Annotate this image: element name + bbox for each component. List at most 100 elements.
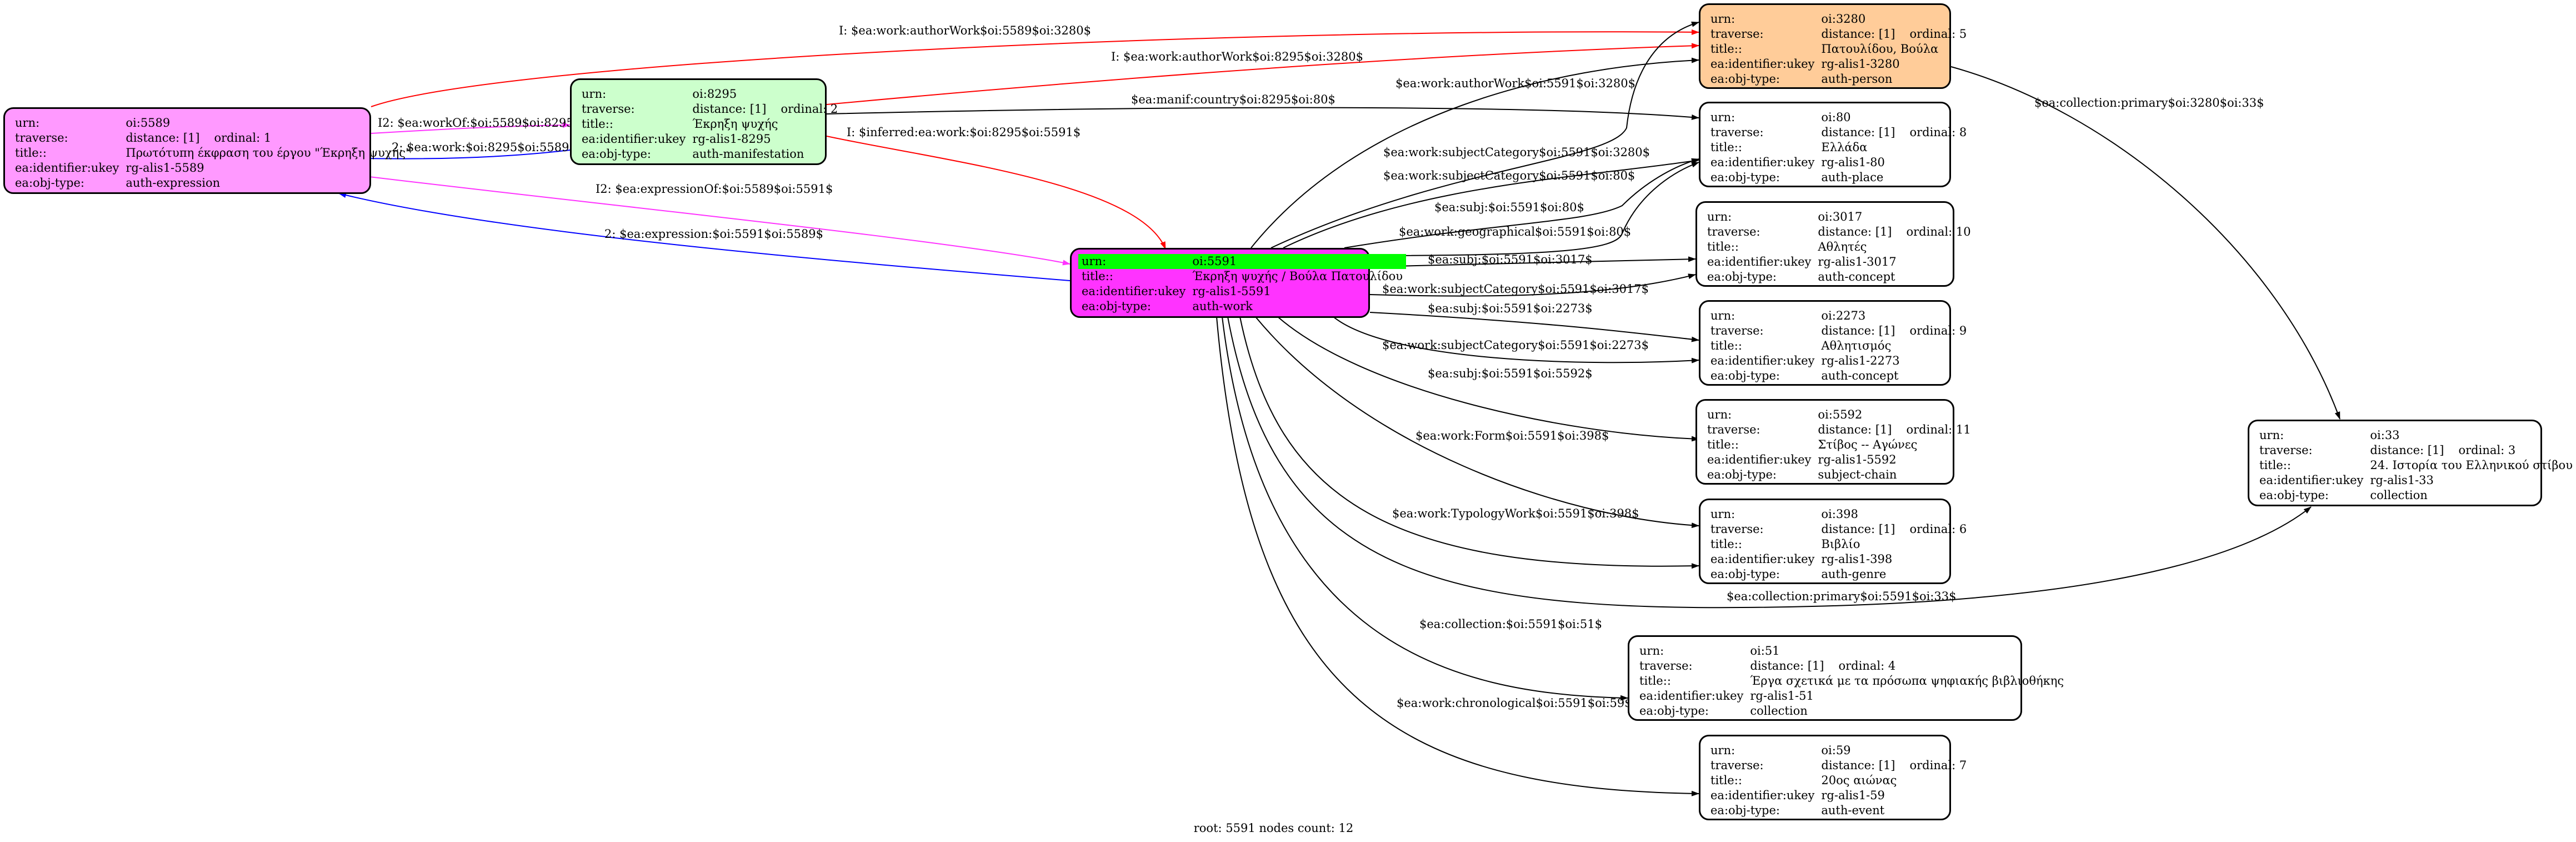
node-urn: oi:2273 [1821, 309, 1866, 322]
node-title: Πατουλίδου, Βούλα [1821, 42, 1939, 56]
node-oi-51[interactable]: urn:oi:51 traverse:distance: [1]ordinal:… [1628, 635, 2064, 721]
node-oi-3280[interactable]: urn:oi:3280 traverse:distance: [1]ordina… [1699, 3, 1967, 89]
edge-label: $ea:work:Form$oi:5591$oi:398$ [1415, 429, 1609, 442]
node-urn: oi:5591 [1189, 254, 1407, 269]
node-urn: oi:51 [1750, 644, 1780, 657]
node-oi-2273[interactable]: urn:oi:2273 traverse:distance: [1]ordina… [1699, 300, 1967, 386]
field-label-objtype: ea:obj-type: [1710, 804, 1780, 817]
node-oi-33[interactable]: urn:oi:33 traverse:distance: [1]ordinal:… [2248, 420, 2573, 506]
node-urn: oi:5589 [126, 116, 171, 129]
node-ordinal: ordinal: 9 [1909, 324, 1967, 337]
node-ukey: rg-alis1-5589 [126, 161, 204, 175]
field-label-title: title:: [1710, 537, 1742, 551]
field-label-ukey: ea:identifier:ukey [1707, 453, 1812, 466]
node-oi-80[interactable]: urn:oi:80 traverse:distance: [1]ordinal:… [1699, 102, 1967, 187]
node-distance: distance: [1] [1821, 759, 1895, 772]
edge-label: $ea:work:chronological$oi:5591$oi:59$ [1397, 696, 1632, 710]
node-ordinal: ordinal: 5 [1909, 27, 1967, 41]
node-ukey: rg-alis1-3017 [1818, 255, 1897, 268]
field-label-traverse: traverse: [1710, 324, 1764, 337]
node-objtype: collection [2370, 489, 2428, 502]
node-oi-5589[interactable]: urn:oi:5589 traverse:distance: [1]ordina… [3, 107, 411, 194]
edge-label: $ea:collection:primary$oi:3280$oi:33$ [2034, 96, 2264, 109]
node-urn: oi:8295 [692, 87, 737, 101]
field-label-title: title:: [1710, 339, 1742, 352]
node-title: Αθλητισμός [1821, 339, 1892, 352]
node-ukey: rg-alis1-80 [1821, 156, 1885, 169]
field-label-urn: urn: [1710, 111, 1735, 124]
node-title: 24. Ιστορία του Ελληνικού στίβου [2370, 459, 2573, 472]
field-label-objtype: ea:obj-type: [1710, 72, 1780, 86]
node-ukey: rg-alis1-5592 [1818, 453, 1897, 466]
node-distance: distance: [1] [1821, 27, 1895, 41]
edge-label: 2: $ea:expression:$oi:5591$oi:5589$ [604, 227, 823, 241]
node-distance: distance: [1] [1818, 423, 1892, 436]
field-label-objtype: ea:obj-type: [1639, 704, 1709, 718]
edge-label: I2: $ea:expressionOf:$oi:5589$oi:5591$ [596, 182, 833, 196]
edge-label: $ea:collection:primary$oi:5591$oi:33$ [1727, 590, 1956, 603]
node-objtype: auth-genre [1821, 567, 1887, 581]
edge-8295-5589 [342, 150, 571, 161]
node-distance: distance: [1] [126, 131, 200, 145]
node-objtype: auth-manifestation [692, 147, 804, 161]
field-label-ukey: ea:identifier:ukey [1710, 552, 1815, 566]
field-label-traverse: traverse: [582, 102, 635, 116]
field-label-traverse: traverse: [1710, 522, 1764, 536]
field-label-ukey: ea:identifier:ukey [1710, 57, 1815, 71]
node-ordinal: ordinal: 11 [1906, 423, 1971, 436]
edge-5591-5592 [1277, 316, 1699, 442]
field-label-objtype: ea:obj-type: [1082, 300, 1151, 313]
edge-label: $ea:work:geographical$oi:5591$oi:80$ [1399, 225, 1631, 238]
node-objtype: auth-work [1192, 300, 1253, 313]
node-ukey: rg-alis1-51 [1750, 689, 1814, 703]
edge-5591-80-c [1367, 162, 1699, 256]
field-label-title: title:: [1639, 674, 1671, 687]
field-label-urn: urn: [2259, 429, 2284, 442]
node-title: Έργα σχετικά με τα πρόσωπα ψηφιακής βιβλ… [1750, 674, 2064, 687]
node-title: Αθλητές [1818, 240, 1867, 253]
node-title: Στίβος -- Αγώνες [1818, 438, 1918, 451]
field-label-objtype: ea:obj-type: [1707, 468, 1777, 481]
edge-label: $ea:work:TypologyWork$oi:5591$oi:398$ [1392, 507, 1639, 520]
node-ordinal: ordinal: 1 [214, 131, 272, 145]
node-ordinal: ordinal: 7 [1909, 759, 1967, 772]
node-distance: distance: [1] [692, 102, 767, 116]
edge-label: $ea:subj:$oi:5591$oi:5592$ [1428, 367, 1593, 380]
node-urn: oi:80 [1821, 111, 1851, 124]
node-oi-5592[interactable]: urn:oi:5592 traverse:distance: [1]ordina… [1695, 399, 1971, 485]
node-oi-398[interactable]: urn:oi:398 traverse:distance: [1]ordinal… [1699, 499, 1967, 584]
node-urn: oi:398 [1821, 507, 1858, 521]
node-distance: distance: [1] [1821, 522, 1895, 536]
node-distance: distance: [1] [2370, 444, 2444, 457]
edge-label: $ea:work:subjectCategory$oi:5591$oi:2273… [1382, 338, 1649, 352]
edge-label: $ea:work:authorWork$oi:5591$oi:3280$ [1395, 77, 1635, 90]
node-urn: oi:3017 [1818, 210, 1863, 223]
edge-5591-2273-b [1333, 316, 1699, 363]
edge-label: $ea:subj:$oi:5591$oi:80$ [1434, 201, 1584, 214]
node-objtype: auth-concept [1821, 369, 1899, 382]
node-oi-3017[interactable]: urn:oi:3017 traverse:distance: [1]ordina… [1695, 201, 1971, 287]
field-label-title: title:: [1710, 42, 1742, 56]
node-oi-59[interactable]: urn:oi:59 traverse:distance: [1]ordinal:… [1699, 735, 1967, 820]
node-distance: distance: [1] [1818, 225, 1892, 238]
node-ordinal: ordinal: 2 [781, 102, 838, 116]
field-label-title: title:: [15, 146, 47, 160]
field-label-ukey: ea:identifier:ukey [1710, 354, 1815, 367]
node-urn: oi:59 [1821, 744, 1851, 757]
field-label-ukey: ea:identifier:ukey [1639, 689, 1744, 703]
field-label-urn: urn: [1707, 210, 1732, 223]
edge-label: $ea:work:subjectCategory$oi:5591$oi:3280… [1383, 146, 1650, 159]
edge-label: $ea:work:subjectCategory$oi:5591$oi:80$ [1383, 169, 1635, 182]
edge-5591-398-b [1239, 316, 1699, 569]
node-oi-5591-root[interactable]: urn:oi:5591 title::Έκρηξη ψυχής / Βούλα … [1070, 248, 1407, 318]
field-label-traverse: traverse: [1710, 27, 1764, 41]
edge-5591-3280-a [1251, 57, 1699, 248]
node-objtype: collection [1750, 704, 1808, 718]
node-distance: distance: [1] [1821, 126, 1895, 139]
node-urn: oi:33 [2370, 429, 2400, 442]
field-label-title: title:: [1710, 774, 1742, 787]
edge-label: I2: $ea:workOf:$oi:5589$oi:8295$ [378, 116, 581, 129]
field-label-urn: urn: [1710, 507, 1735, 521]
node-oi-8295[interactable]: urn:oi:8295 traverse:distance: [1]ordina… [570, 78, 838, 165]
node-title: Βιβλίο [1821, 537, 1860, 551]
